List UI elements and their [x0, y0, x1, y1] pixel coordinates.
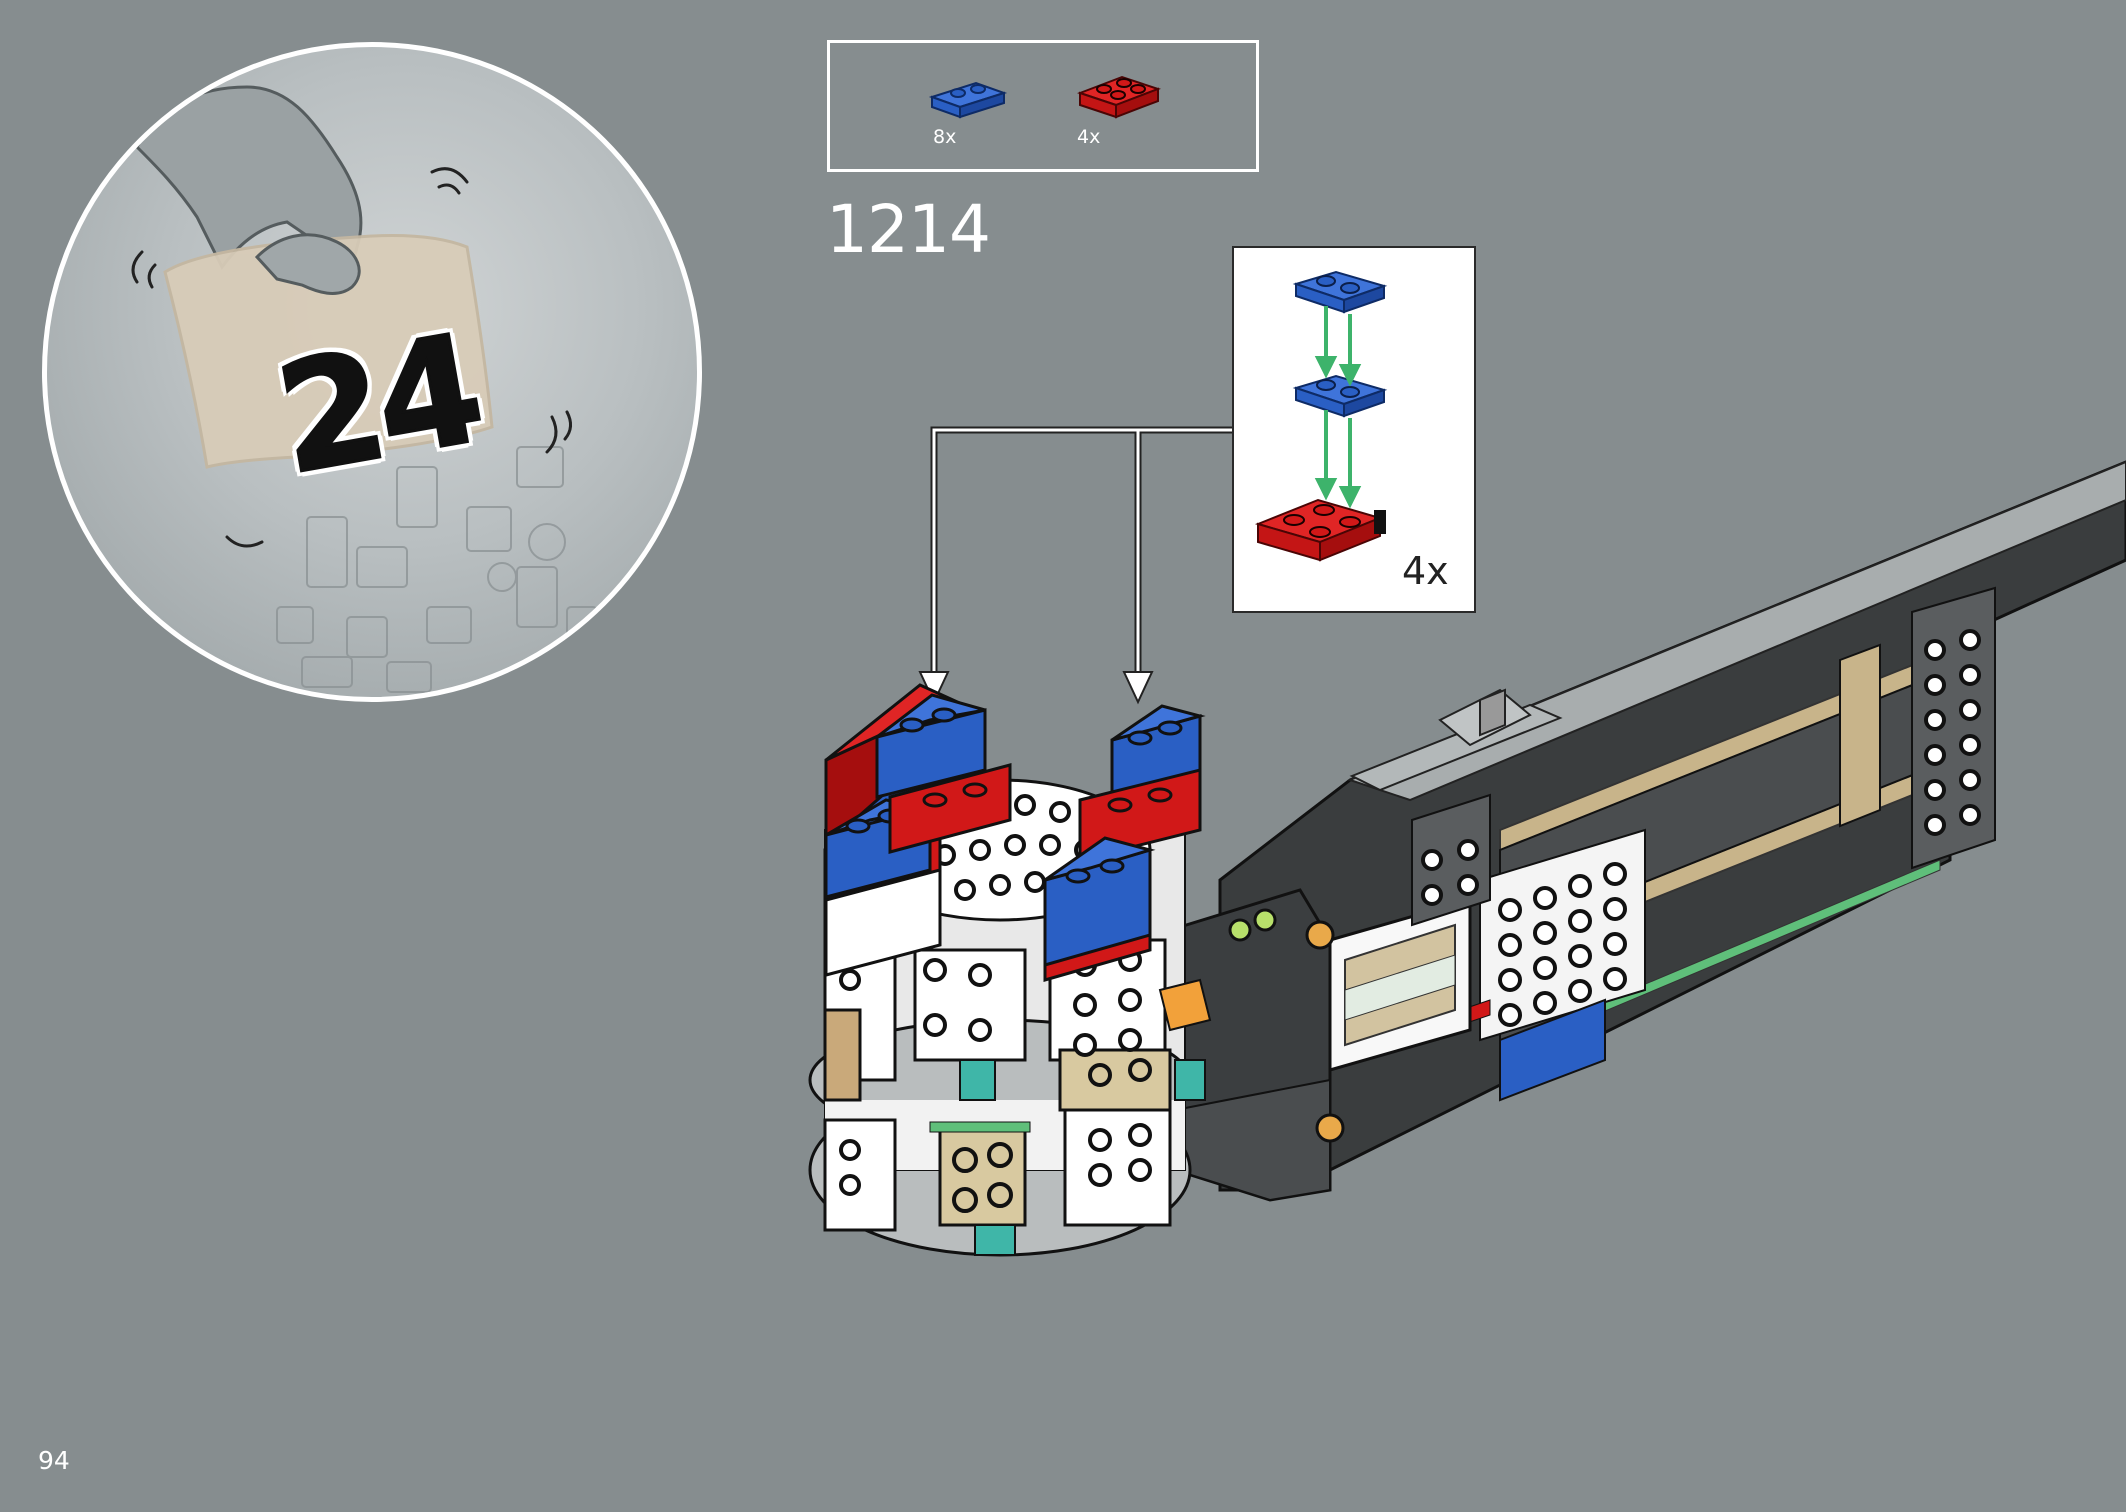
callout-red-plate-icon [1254, 498, 1386, 562]
subassembly-callout: 4x [1232, 246, 1476, 613]
subassembly-drawing [1254, 270, 1388, 562]
red-plate-icon [1077, 75, 1161, 119]
connector-piece-icon [1168, 888, 1345, 1202]
bag-icon [163, 233, 494, 469]
part-quantity-blue: 8x [933, 126, 957, 148]
parts-list: 8x 4x [827, 40, 1259, 172]
callout-blue-plate-top-icon [1292, 270, 1388, 314]
callout-blue-plate-middle-icon [1292, 374, 1388, 418]
pointer-arrow-right-icon [1122, 671, 1154, 705]
part-item-red-plate [1074, 65, 1164, 131]
assembly-arrows-icon [1314, 306, 1362, 509]
step-number: 1214 [826, 191, 991, 268]
falling-bricks-icon [276, 446, 598, 693]
bag-illustration: 24 [42, 42, 702, 702]
part-item-blue-plate [928, 77, 1008, 127]
red-blue-stack-front-right-icon [1043, 836, 1156, 982]
blue-plate-icon [928, 81, 1008, 119]
shake-marks-icon [131, 167, 572, 548]
page-number: 94 [38, 1446, 70, 1475]
red-blue-stack-back-left-icon [875, 693, 1012, 854]
part-quantity-red: 4x [1077, 126, 1101, 148]
red-blue-stack-back-right-icon [1078, 704, 1206, 862]
bag-drawing [131, 85, 598, 693]
beam-assembly-icon [1218, 460, 2126, 1192]
panel-studs-icon [1421, 629, 1981, 1027]
subassembly-quantity: 4x [1402, 549, 1449, 593]
